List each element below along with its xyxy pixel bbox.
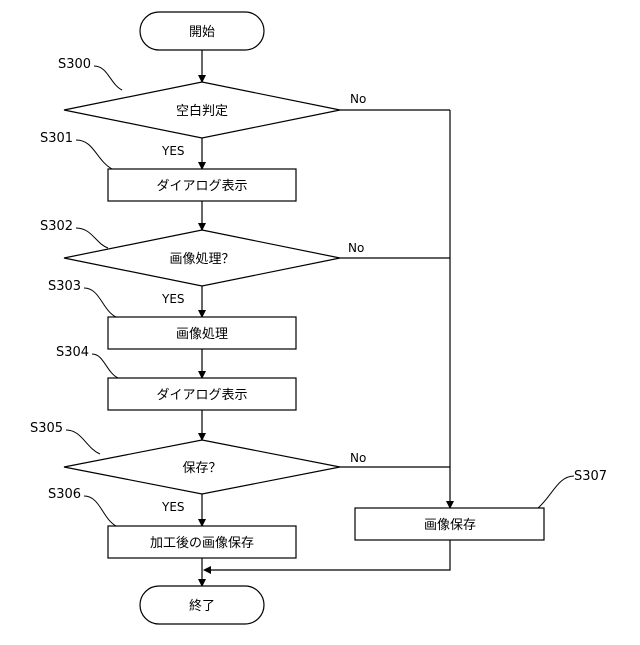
leader-s304 [92, 354, 118, 378]
leader-s300 [94, 66, 122, 90]
leader-s303 [84, 288, 116, 317]
decision-s302-no: No [348, 241, 364, 255]
process-s304-label: ダイアログ表示 [156, 388, 247, 403]
step-label-s305: S305 [30, 421, 63, 436]
process-s306-label: 加工後の画像保存 [150, 536, 254, 551]
step-label-s303: S303 [48, 279, 81, 294]
leader-s306 [84, 496, 116, 526]
step-label-s306: S306 [48, 487, 81, 502]
leader-s302 [76, 228, 108, 248]
process-s303-label: 画像処理 [176, 327, 228, 342]
decision-s305-label: 保存？ [182, 461, 221, 476]
end-label: 終了 [189, 598, 215, 614]
step-label-s301: S301 [40, 131, 73, 146]
step-label-s304: S304 [56, 345, 89, 360]
step-label-s300: S300 [58, 57, 91, 72]
decision-s302-label: 画像処理？ [169, 252, 234, 267]
decision-s305-no: No [350, 451, 366, 465]
process-s301-label: ダイアログ表示 [156, 179, 247, 194]
leader-s301 [76, 140, 112, 169]
start-label: 開始 [189, 25, 215, 40]
decision-s300-yes: YES [161, 144, 185, 158]
decision-s300-no: No [350, 92, 366, 106]
decision-s305-yes: YES [161, 500, 185, 514]
step-label-s302: S302 [40, 219, 73, 234]
step-label-s307: S307 [574, 469, 607, 484]
process-s307-label: 画像保存 [424, 518, 476, 533]
decision-s302-yes: YES [161, 292, 185, 306]
leader-s305 [66, 430, 100, 454]
decision-s300-label: 空白判定 [176, 103, 228, 119]
leader-s307 [538, 476, 574, 508]
